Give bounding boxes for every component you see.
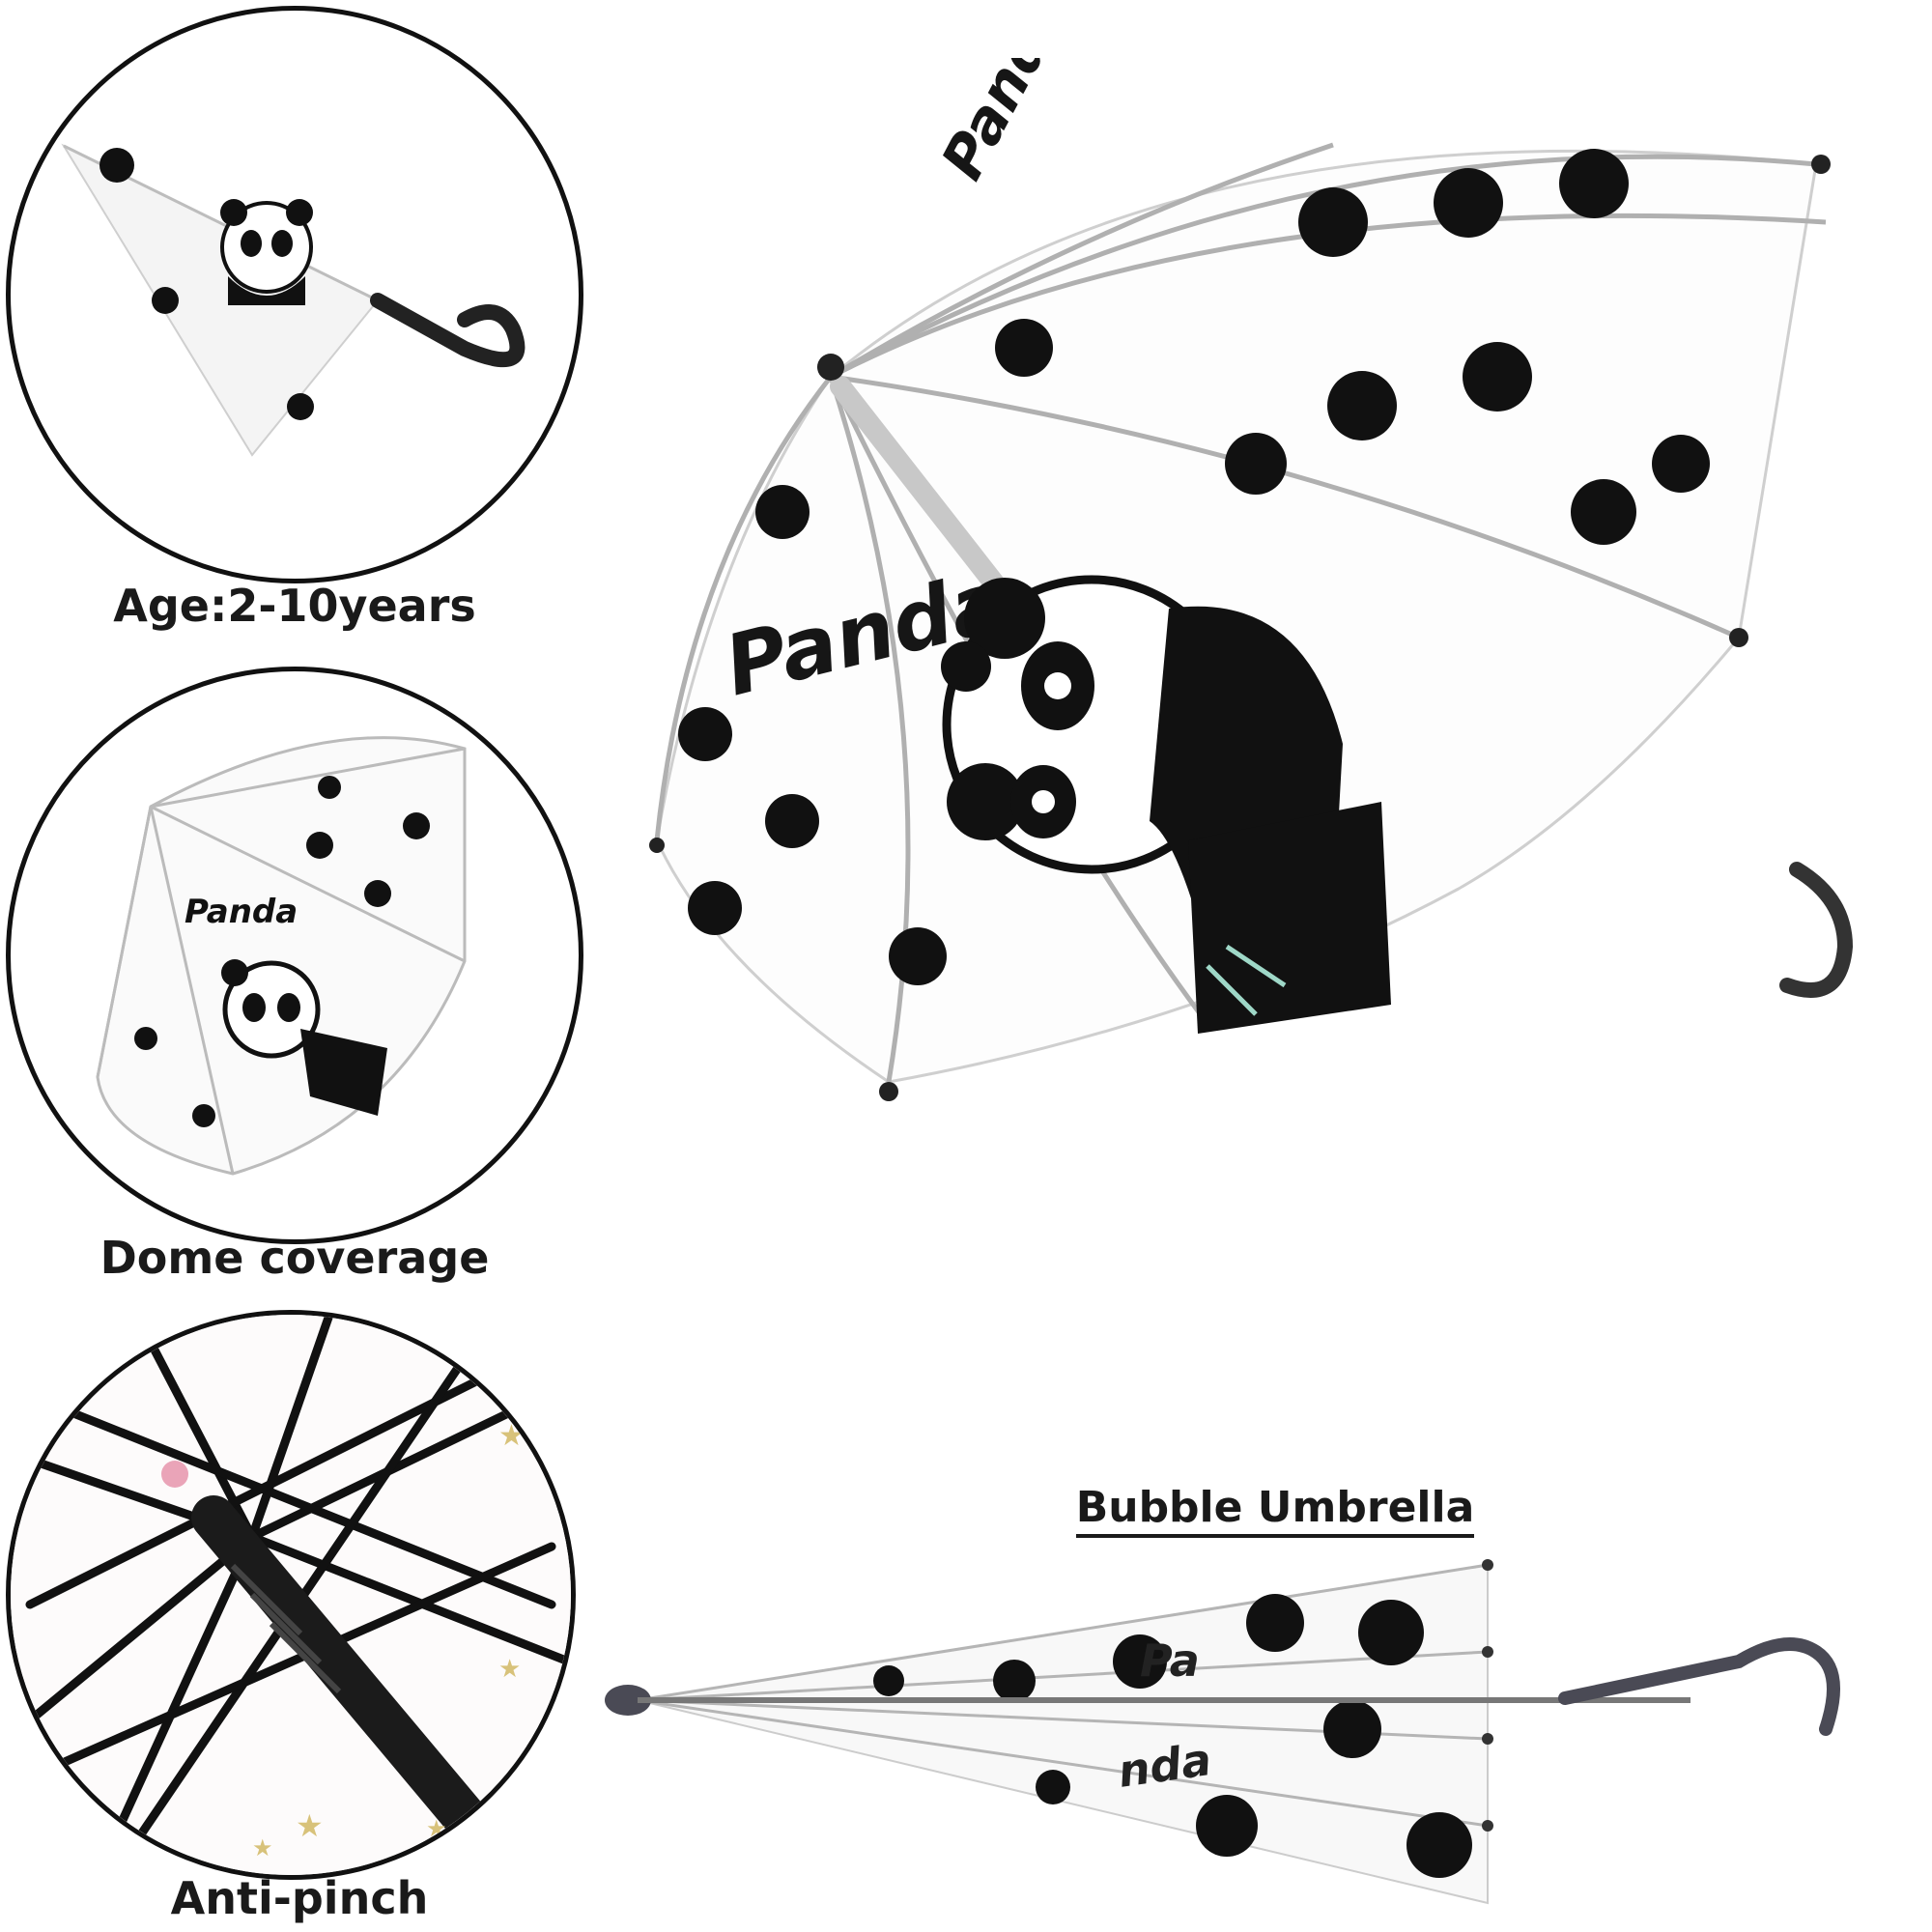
- canopy-brand-top: Panda: [928, 58, 1082, 190]
- detail-circle-anti-pinch: ★ ★ ★ ★ ★: [6, 1310, 576, 1880]
- svg-text:★: ★: [296, 1807, 324, 1844]
- caption-anti-pinch: Anti-pinch: [170, 1872, 429, 1924]
- dome-umbrella-illustration: Panda: [96, 736, 467, 1176]
- canopy-brand-small: Panda: [185, 893, 298, 931]
- handle-hook: [1779, 862, 1854, 998]
- folded-umbrella-illustration: [61, 143, 526, 457]
- detail-circle-folded: [6, 6, 583, 583]
- pink-dot: [161, 1461, 188, 1488]
- detail-circle-dome: Panda: [6, 667, 583, 1244]
- small-panda-prints: [678, 149, 1710, 985]
- caption-bubble-text: Bubble Umbrella: [1075, 1483, 1475, 1538]
- svg-text:★: ★: [498, 1655, 521, 1684]
- caption-dome: Dome coverage: [99, 1232, 490, 1284]
- svg-text:★: ★: [498, 1419, 525, 1453]
- panda-print-icon: [220, 199, 313, 305]
- big-panda-print-icon: [942, 575, 1391, 1034]
- svg-text:★: ★: [252, 1834, 273, 1861]
- svg-text:★: ★: [426, 1815, 447, 1842]
- closed-handle-hook: [1558, 1637, 1840, 1736]
- closed-umbrella-illustration: Pa nda: [605, 1559, 1840, 1905]
- rib-mechanism-illustration: ★ ★ ★ ★ ★: [11, 1315, 571, 1875]
- panda-print-icon: [221, 959, 387, 1116]
- caption-bubble: Bubble Umbrella: [1063, 1483, 1488, 1538]
- caption-age: Age:2-10years: [113, 580, 476, 632]
- runner-shaft: [191, 1495, 487, 1839]
- closed-brand-2: nda: [1115, 1733, 1214, 1798]
- closed-brand-1: Pa: [1140, 1634, 1200, 1687]
- main-umbrella-illustration: Panda Panda: [649, 58, 1854, 1101]
- star-decor-icon: ★ ★ ★ ★ ★: [252, 1419, 525, 1861]
- closed-panda-prints: [873, 1594, 1472, 1878]
- bamboo-decor: [1206, 944, 1287, 1016]
